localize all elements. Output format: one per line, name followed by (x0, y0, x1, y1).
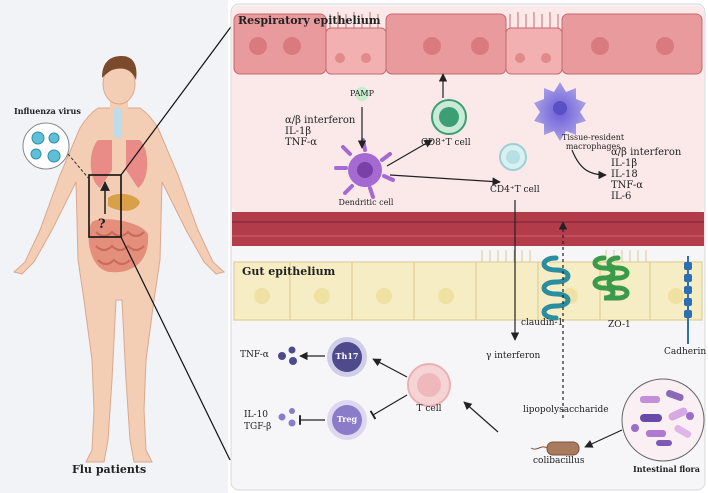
zo-1-protein (592, 255, 630, 301)
virus-inset-pointer (67, 153, 91, 181)
macrophage-cytokine-arrow (571, 149, 607, 180)
dc-cytokine: α/β interferon (285, 115, 356, 126)
dc-to-cd4-arrow (389, 174, 501, 186)
tissue-macrophage (534, 82, 586, 141)
macrophage-label: Tissue-resident macrophages (562, 133, 625, 152)
zoom-line-top (120, 19, 237, 176)
cd8-label: CD8⁺T cell (421, 138, 471, 148)
dc-cytokine: TNF-α (285, 137, 318, 148)
virus-inset (22, 122, 70, 170)
virus-particles (30, 131, 61, 163)
blood-vessel (232, 212, 704, 246)
claudin-1-protein (541, 255, 571, 321)
macrophage-cytokine: IL-6 (611, 191, 632, 202)
tnf-alpha-label: TNF-α (240, 350, 269, 360)
macrophage-label-line: macrophages (565, 141, 621, 151)
flora-label: Intestinal flora (633, 464, 700, 474)
pamp-particle (355, 87, 369, 101)
flora-to-colibacillus-arrow (584, 429, 623, 448)
cd4-t-cell (499, 143, 527, 171)
gut-title: Gut epithelium (242, 265, 336, 278)
il10-tgf-dots (278, 408, 296, 427)
macrophage-cytokine: TNF-α (611, 180, 644, 191)
t-cell-label: T cell (416, 404, 442, 414)
panel-caption: Flu patients (72, 463, 147, 476)
cadherin-label: Cadherin (664, 347, 707, 357)
gamma-interferon-label: γ interferon (486, 351, 541, 361)
colibacillus-label: colibacillus (533, 456, 585, 466)
dc-cytokine: IL-1β (285, 126, 312, 137)
macrophage-cytokine: IL-18 (611, 169, 638, 180)
claudin-label: claudin-1 (521, 318, 564, 328)
t-cell (407, 363, 451, 407)
treg-label: Treg (336, 414, 358, 424)
t-to-treg-line (369, 394, 408, 420)
macrophage-label-line: Tissue-resident (562, 133, 625, 142)
il10-label: IL-10 (244, 410, 269, 420)
human-body (12, 56, 226, 463)
zo1-label: ZO-1 (608, 320, 631, 330)
tnf-alpha-dots (278, 346, 297, 365)
question-box (88, 174, 122, 238)
macrophage-cytokine: IL-1β (611, 158, 638, 169)
treg-cell (327, 400, 367, 440)
lps-label: lipopolysaccharide (523, 405, 609, 415)
th17-cell (327, 337, 367, 377)
colibacillus-bacterium (530, 441, 580, 456)
macrophage-cytokine: α/β interferon (611, 147, 682, 158)
dendritic-cell-label: Dendritic cell (338, 198, 394, 207)
t-to-th17-arrow (372, 358, 408, 378)
cadherin-protein (684, 256, 692, 344)
respiratory-cells (233, 12, 703, 75)
dc-to-cd8-arrow (386, 139, 433, 167)
pamp-label: PAMP (350, 89, 374, 98)
cd4-label: CD4⁺T cell (490, 185, 540, 195)
dc-cytokine-list: α/β interferon IL-1β TNF-α (285, 115, 355, 148)
th17-label: Th17 (335, 351, 359, 361)
macrophage-cytokine-list: α/β interferon IL-1β IL-18 TNF-α IL-6 (611, 147, 681, 202)
question-mark: ? (98, 217, 106, 232)
intestinal-flora-inset (621, 378, 705, 462)
respiratory-title: Respiratory epithelium (238, 14, 381, 27)
dendritic-cell (334, 138, 395, 199)
virus-label: Influenza virus (14, 106, 81, 116)
cd8-t-cell (431, 99, 467, 135)
lps-to-t-arrow (463, 401, 499, 433)
tgf-beta-label: TGF-β (244, 422, 272, 432)
zoom-line-bottom (120, 236, 231, 461)
